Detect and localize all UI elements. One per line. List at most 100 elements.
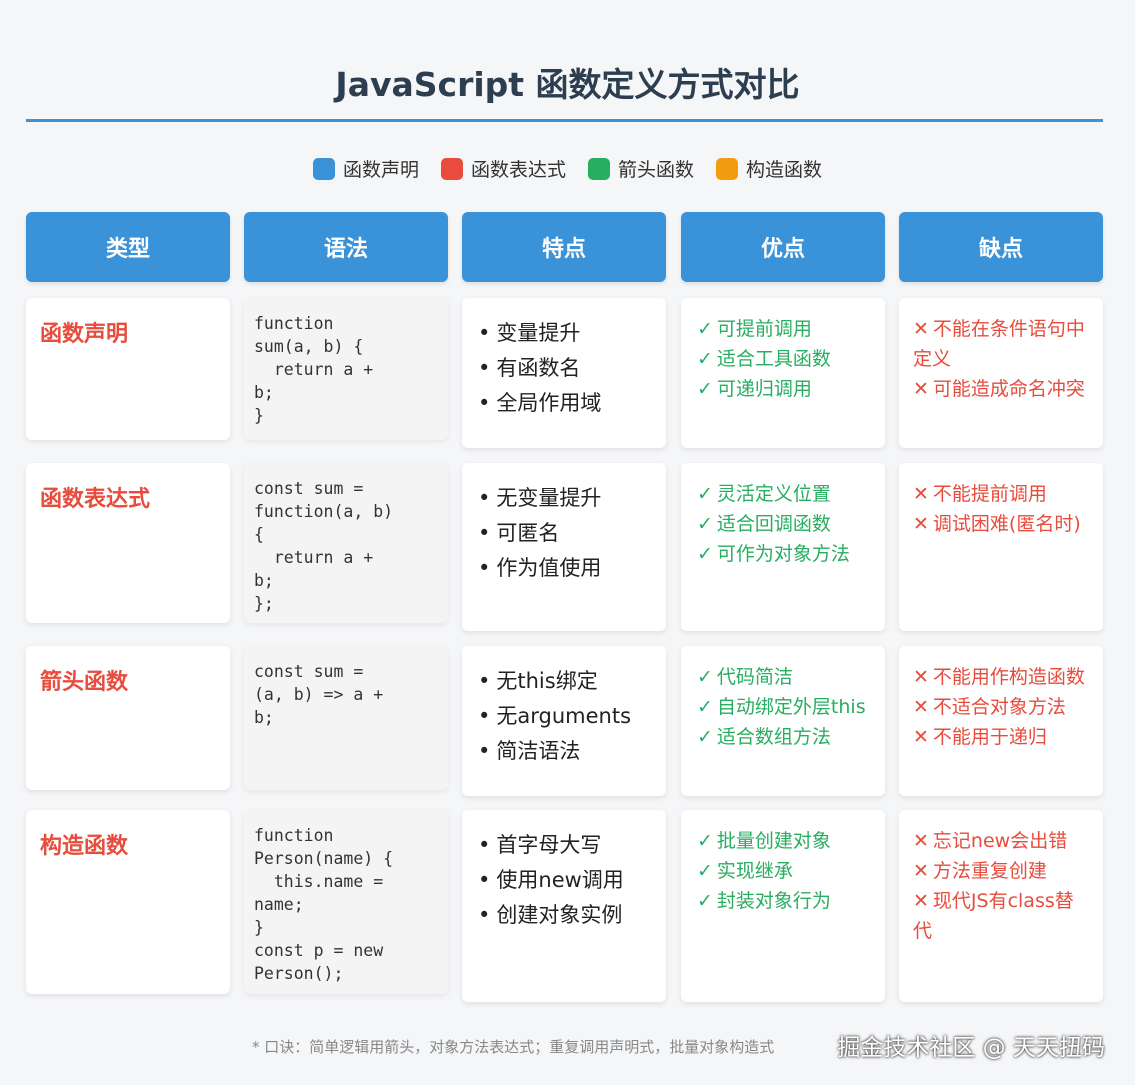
features-card: 首字母大写使用new调用创建对象实例 xyxy=(462,810,666,1002)
check-icon: ✓ xyxy=(697,666,713,688)
cross-icon: ✕ xyxy=(913,890,929,912)
check-icon: ✓ xyxy=(697,378,713,400)
pro-text: 自动绑定外层this xyxy=(716,696,866,718)
legend-label: 箭头函数 xyxy=(618,159,695,181)
con-item: ✕不能用于递归 xyxy=(913,722,1089,752)
pro-item: ✓可作为对象方法 xyxy=(697,539,869,569)
pros-card: ✓可提前调用✓适合工具函数✓可递归调用 xyxy=(681,298,885,448)
con-text: 不能在条件语句中定义 xyxy=(913,318,1085,370)
cons-card: ✕不能用作构造函数✕不适合对象方法✕不能用于递归 xyxy=(899,646,1103,796)
type-label: 函数声明 xyxy=(40,322,129,347)
title-divider xyxy=(26,119,1103,122)
legend-label: 函数声明 xyxy=(342,159,419,181)
pros-card: ✓批量创建对象✓实现继承✓封装对象行为 xyxy=(681,810,885,1002)
legend-swatch-green xyxy=(588,157,610,180)
pro-item: ✓适合数组方法 xyxy=(697,722,869,752)
cross-icon: ✕ xyxy=(913,378,929,400)
page-title: JavaScript 函数定义方式对比 xyxy=(335,65,800,104)
header-pros: 优点 xyxy=(681,212,885,282)
con-item: ✕可能造成命名冲突 xyxy=(913,374,1089,404)
check-icon: ✓ xyxy=(697,348,713,370)
feature-item: 有函数名 xyxy=(478,351,650,386)
cross-icon: ✕ xyxy=(913,830,929,852)
pro-item: ✓自动绑定外层this xyxy=(697,692,869,722)
cons-card: ✕不能在条件语句中定义✕可能造成命名冲突 xyxy=(899,298,1103,448)
legend-item-declaration: 函数声明 xyxy=(312,155,419,182)
feature-item: 使用new调用 xyxy=(478,863,650,898)
feature-item: 无this绑定 xyxy=(478,664,650,699)
header-features: 特点 xyxy=(462,212,666,282)
cross-icon: ✕ xyxy=(913,318,929,340)
feature-item: 可匿名 xyxy=(478,516,650,551)
feature-item: 简洁语法 xyxy=(478,734,650,769)
pro-item: ✓可递归调用 xyxy=(697,374,869,404)
cross-icon: ✕ xyxy=(913,666,929,688)
check-icon: ✓ xyxy=(697,890,713,912)
type-card: 构造函数 xyxy=(26,810,230,994)
feature-item: 全局作用域 xyxy=(478,386,650,421)
check-icon: ✓ xyxy=(697,483,713,505)
pro-text: 批量创建对象 xyxy=(716,830,831,852)
con-item: ✕不能在条件语句中定义 xyxy=(913,314,1089,374)
feature-item: 首字母大写 xyxy=(478,828,650,863)
con-item: ✕不适合对象方法 xyxy=(913,692,1089,722)
pros-card: ✓灵活定义位置✓适合回调函数✓可作为对象方法 xyxy=(681,463,885,631)
pro-text: 适合工具函数 xyxy=(716,348,831,370)
pro-item: ✓代码简洁 xyxy=(697,662,869,692)
check-icon: ✓ xyxy=(697,543,713,565)
cross-icon: ✕ xyxy=(913,513,929,535)
code-snippet: const sum = (a, b) => a + b; xyxy=(254,662,384,727)
cons-card: ✕不能提前调用✕调试困难(匿名时) xyxy=(899,463,1103,631)
legend-item-constructor: 构造函数 xyxy=(716,155,822,182)
con-item: ✕不能提前调用 xyxy=(913,479,1089,509)
legend-item-expression: 函数表达式 xyxy=(440,155,566,182)
check-icon: ✓ xyxy=(697,513,713,535)
check-icon: ✓ xyxy=(697,830,713,852)
code-snippet: function Person(name) { this.name = name… xyxy=(254,826,394,983)
legend-item-arrow: 箭头函数 xyxy=(588,155,694,182)
pro-text: 实现继承 xyxy=(716,860,793,882)
pro-item: ✓批量创建对象 xyxy=(697,826,869,856)
pro-text: 可递归调用 xyxy=(716,378,812,400)
code-snippet: function sum(a, b) { return a + b; } xyxy=(254,314,374,425)
feature-item: 无arguments xyxy=(478,699,650,734)
con-text: 不能提前调用 xyxy=(932,483,1047,505)
pro-item: ✓实现继承 xyxy=(697,856,869,886)
pro-text: 可提前调用 xyxy=(716,318,812,340)
check-icon: ✓ xyxy=(697,726,713,748)
syntax-card: const sum = function(a, b) { return a + … xyxy=(244,463,448,623)
header-type: 类型 xyxy=(26,212,230,282)
pro-text: 灵活定义位置 xyxy=(716,483,831,505)
con-text: 不能用作构造函数 xyxy=(932,666,1085,688)
syntax-card: function Person(name) { this.name = name… xyxy=(244,810,448,994)
legend-label: 构造函数 xyxy=(746,159,823,181)
cross-icon: ✕ xyxy=(913,483,929,505)
type-card: 箭头函数 xyxy=(26,646,230,790)
con-text: 不能用于递归 xyxy=(932,726,1047,748)
con-item: ✕忘记new会出错 xyxy=(913,826,1089,856)
feature-item: 作为值使用 xyxy=(478,551,650,586)
footer-mnemonic: * 口诀：简单逻辑用箭头，对象方法表达式；重复调用声明式，批量对象构造式 xyxy=(252,1038,775,1056)
features-card: 无this绑定无arguments简洁语法 xyxy=(462,646,666,796)
con-item: ✕现代JS有class替代 xyxy=(913,886,1089,946)
pro-text: 代码简洁 xyxy=(716,666,793,688)
legend-swatch-orange xyxy=(716,157,739,180)
header-syntax: 语法 xyxy=(244,212,448,282)
watermark: 掘金技术社区 @ 天天扭码 xyxy=(837,1035,1105,1061)
type-label: 箭头函数 xyxy=(40,670,129,695)
syntax-card: function sum(a, b) { return a + b; } xyxy=(244,298,448,440)
cross-icon: ✕ xyxy=(913,726,929,748)
con-item: ✕方法重复创建 xyxy=(913,856,1089,886)
check-icon: ✓ xyxy=(697,696,713,718)
pro-text: 适合回调函数 xyxy=(716,513,831,535)
pro-text: 可作为对象方法 xyxy=(716,543,850,565)
type-label: 函数表达式 xyxy=(40,487,151,512)
con-text: 不适合对象方法 xyxy=(932,696,1066,718)
feature-item: 变量提升 xyxy=(478,316,650,351)
features-card: 变量提升有函数名全局作用域 xyxy=(462,298,666,448)
legend-swatch-blue xyxy=(312,157,335,180)
type-card: 函数表达式 xyxy=(26,463,230,623)
check-icon: ✓ xyxy=(697,860,713,882)
con-text: 调试困难(匿名时) xyxy=(932,513,1081,535)
pro-text: 封装对象行为 xyxy=(716,890,831,912)
